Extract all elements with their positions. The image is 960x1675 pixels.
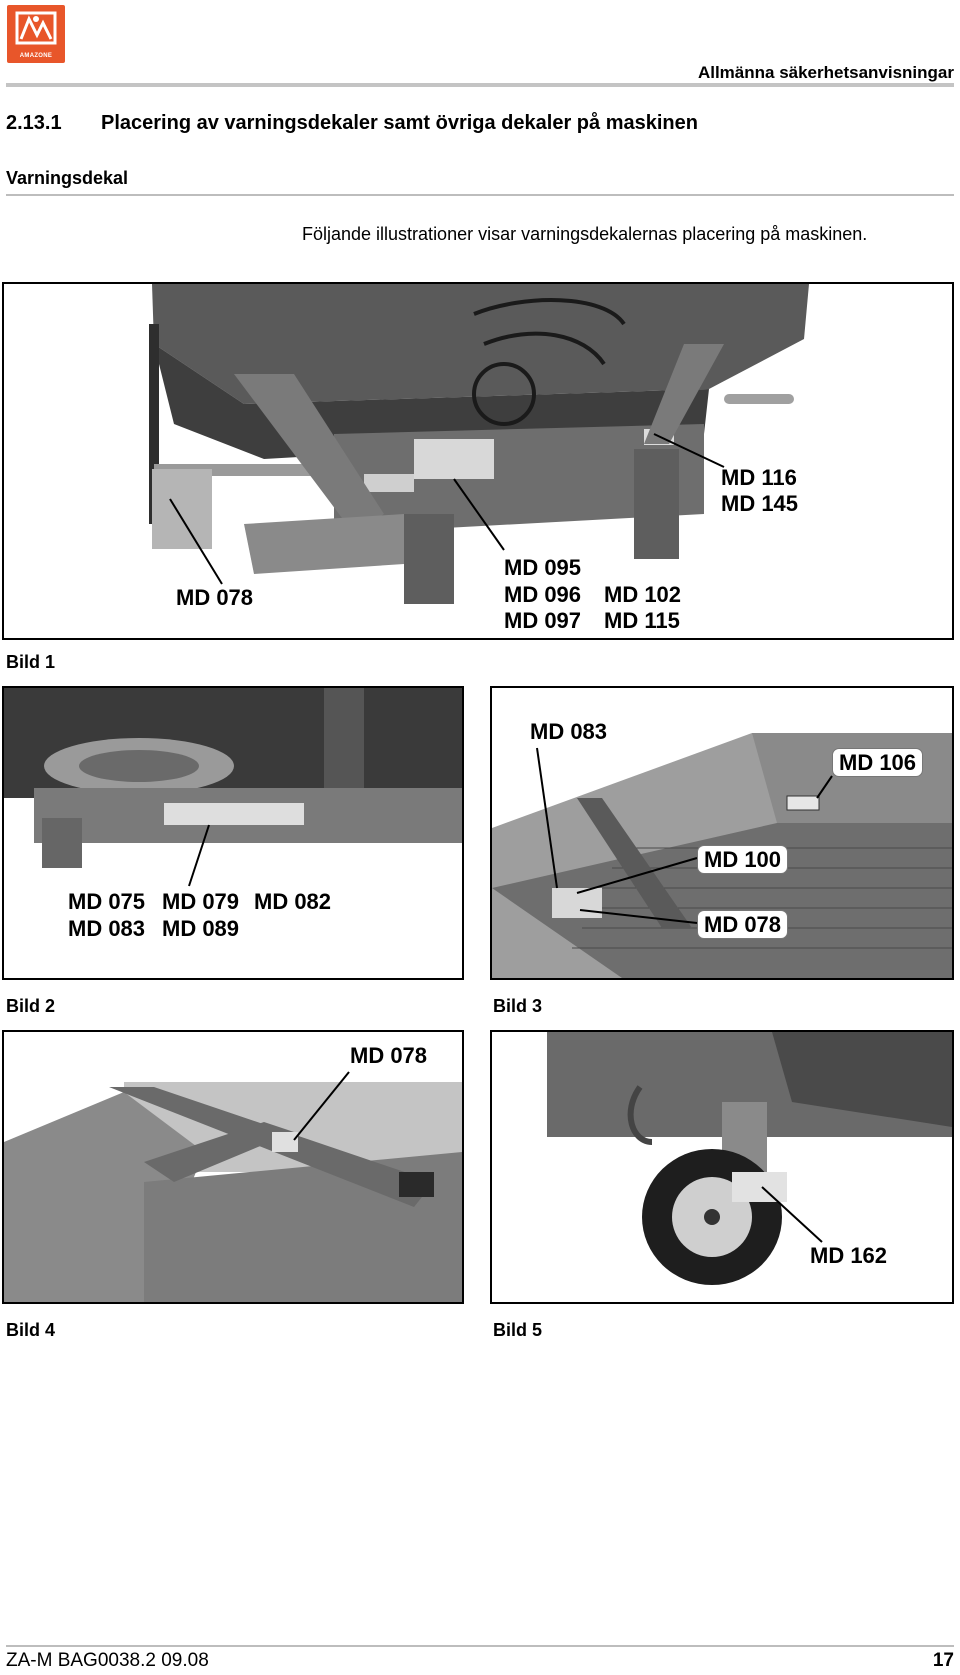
amazone-logo: AMAZONE	[7, 5, 65, 63]
logo-emblem-icon	[15, 11, 57, 45]
caption-bild-3: Bild 3	[493, 996, 543, 1016]
caption-bild-1: Bild 1	[6, 652, 56, 672]
label-md-075: MD 075	[68, 889, 146, 914]
label-md-162: MD 162	[810, 1243, 888, 1268]
label-md-083: MD 083	[530, 719, 608, 744]
spreader-rear-photo-icon	[4, 284, 952, 638]
label-md-083: MD 083	[68, 916, 146, 941]
caption-bild-5: Bild 5	[493, 1320, 543, 1340]
figure-bild-3: MD 083 MD 106 MD 100 MD 078	[490, 686, 954, 980]
section-number: 2.13.1	[6, 112, 62, 134]
label-md-089: MD 089	[162, 916, 240, 941]
support-wheel-photo-icon	[492, 1032, 952, 1302]
header-rule	[6, 83, 954, 87]
boundary-deflector-photo-icon	[4, 1032, 462, 1302]
label-md-078: MD 078	[176, 585, 254, 610]
section-title: Placering av varningsdekaler samt övriga…	[101, 112, 698, 134]
caption-bild-4: Bild 4	[6, 1320, 56, 1340]
label-md-145: MD 145	[721, 491, 799, 516]
logo-text: AMAZONE	[19, 53, 53, 59]
label-md-116: MD 116	[721, 465, 797, 490]
label-md-106: MD 106	[832, 748, 924, 777]
label-md-102: MD 102	[604, 582, 682, 607]
label-md-078: MD 078	[697, 910, 789, 939]
label-md-100: MD 100	[697, 845, 789, 874]
label-md-096: MD 096	[504, 582, 582, 607]
section-heading: 2.13.1 Placering av varningsdekaler samt …	[6, 112, 698, 135]
footer-doc-code: ZA-M BAG0038.2 09.08	[6, 1650, 209, 1671]
figure-bild-4: MD 078	[2, 1030, 464, 1304]
caption-bild-2: Bild 2	[6, 996, 56, 1016]
page-number: 17	[932, 1650, 954, 1671]
label-md-079: MD 079	[162, 889, 240, 914]
header-title: Allmänna säkerhetsanvisningar	[697, 63, 954, 82]
label-md-115: MD 115	[604, 608, 680, 633]
spreader-frame-photo-icon	[4, 688, 462, 978]
label-md-078: MD 078	[350, 1043, 428, 1068]
footer-rule	[6, 1645, 954, 1647]
figure-bild-2: MD 075 MD 079 MD 082 MD 083 MD 089	[2, 686, 464, 980]
figure-bild-5: MD 162	[490, 1030, 954, 1304]
label-md-082: MD 082	[254, 889, 332, 914]
subheading: Varningsdekal	[6, 168, 129, 188]
intro-text: Följande illustrationer visar varningsde…	[302, 224, 868, 244]
label-md-097: MD 097	[504, 608, 582, 633]
label-md-095: MD 095	[504, 555, 582, 580]
subheading-rule	[6, 194, 954, 196]
figure-bild-1: MD 116 MD 145 MD 078 MD 095 MD 096 MD 09…	[2, 282, 954, 640]
